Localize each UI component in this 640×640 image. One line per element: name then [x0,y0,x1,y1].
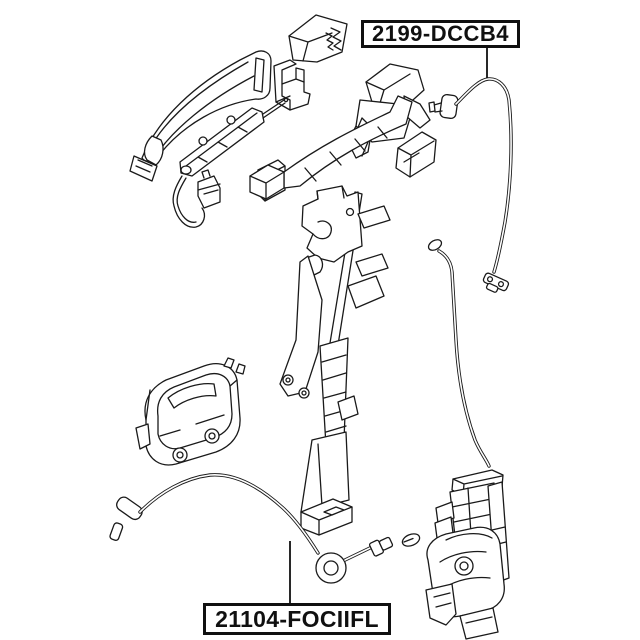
interior-handle-cable [109,473,421,584]
interior-door-handle [135,357,246,466]
sensor-wire-connector [172,169,221,228]
part-number-text-bottom: 21104-FOCIIFL [215,605,379,632]
gasket-pad-large [395,131,437,178]
exterior-handle-end-cap [288,14,348,63]
handle-reinforcement-rail [249,95,413,200]
part-number-text-top: 2199-DCCB4 [371,21,510,46]
exterior-handle-bracket [273,59,311,111]
lock-rod [427,239,491,468]
lock-release-cable [454,77,513,293]
part-number-label-bottom[interactable]: 21104-FOCIIFL [203,603,391,635]
door-lock-actuator [425,469,510,640]
door-module-carrier [279,185,391,536]
exterior-door-handle [129,50,272,182]
cable-grommet [428,93,459,119]
handle-sensor-strip [179,97,289,177]
part-number-label-top[interactable]: 2199-DCCB4 [361,20,520,48]
